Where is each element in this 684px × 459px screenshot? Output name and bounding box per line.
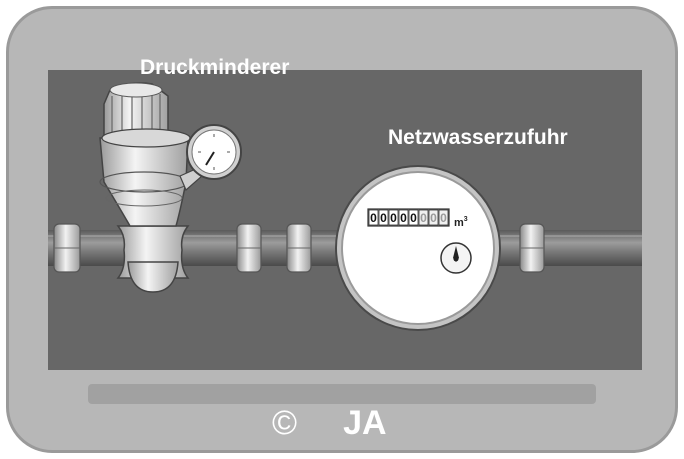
- meter-digit-box: [378, 209, 389, 226]
- pressure-gauge-icon: [186, 124, 242, 180]
- pipe-collar-mid-2: [286, 223, 312, 273]
- author-initials: JA: [343, 404, 387, 442]
- pipe-collar-mid-1: [236, 223, 262, 273]
- footer-strip: [88, 384, 596, 404]
- meter-digit: 0: [440, 211, 447, 225]
- meter-digit-box: [418, 209, 429, 226]
- water-supply-label: Netzwasserzufuhr: [388, 126, 568, 149]
- meter-digit: 0: [420, 211, 427, 225]
- meter-digit: 0: [380, 211, 387, 225]
- meter-digit: 0: [410, 211, 417, 225]
- pressure-reducer-valve: [99, 82, 203, 293]
- meter-digit-box: [428, 209, 439, 226]
- meter-unit: m3: [454, 216, 468, 229]
- copyright-notice: © JA: [272, 404, 387, 443]
- pressure-reducer-label: Druckminderer: [140, 56, 290, 79]
- meter-digit: 0: [400, 211, 407, 225]
- meter-digit-box: [408, 209, 419, 226]
- meter-digit-box: [438, 209, 449, 226]
- meter-digit: 0: [370, 211, 377, 225]
- meter-digit-box: [388, 209, 399, 226]
- meter-digit-box: [368, 209, 379, 226]
- copyright-symbol: ©: [272, 404, 298, 442]
- pipe-collar-right: [519, 223, 545, 273]
- meter-digit: 0: [390, 211, 397, 225]
- pipe-collar-left: [53, 223, 81, 273]
- meter-digit-box: [398, 209, 409, 226]
- meter-digit: 0: [430, 211, 437, 225]
